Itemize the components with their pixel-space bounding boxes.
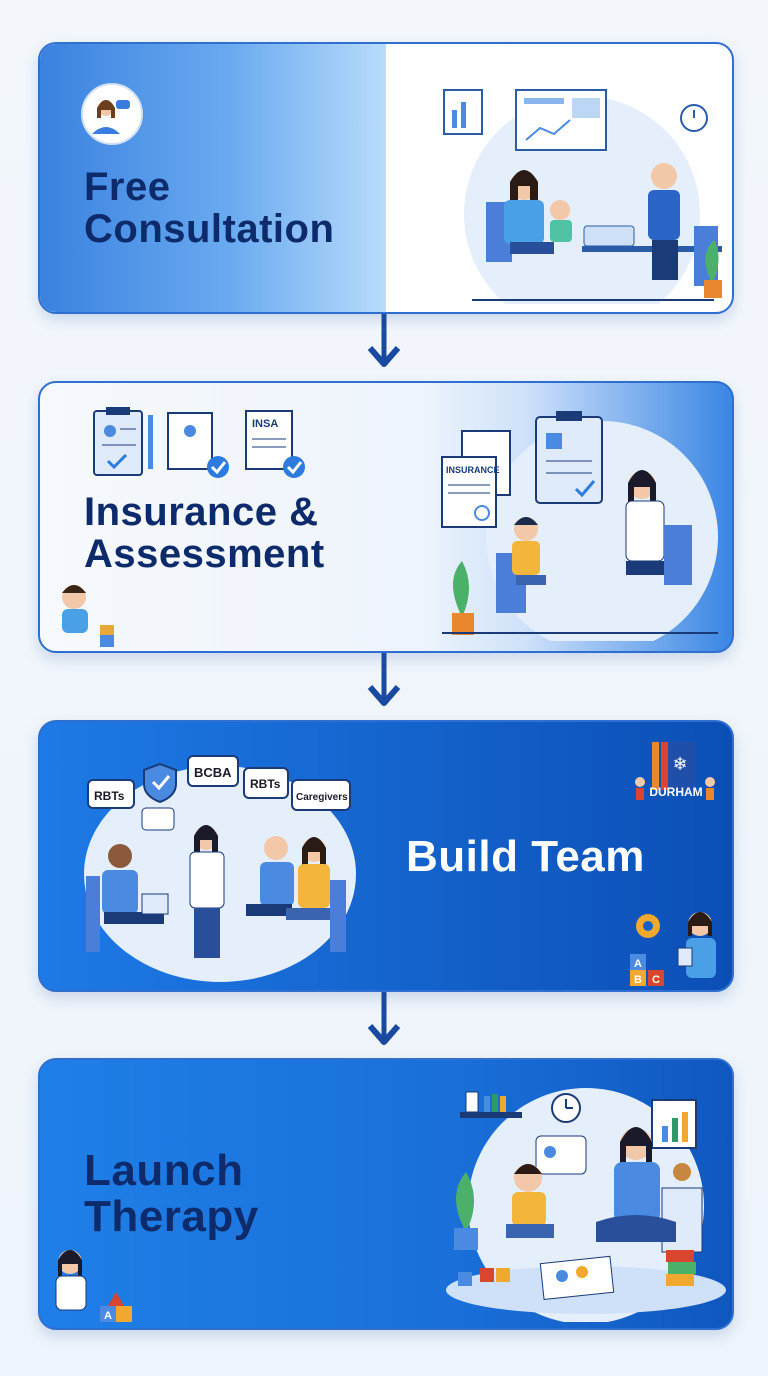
speech-bubble-rbts-right: RBTs [243, 767, 289, 799]
durham-badge: ❄ DURHAM [635, 742, 715, 800]
svg-text:INSURANCE: INSURANCE [446, 465, 500, 475]
child-waving-icon [62, 585, 114, 647]
insurance-document-icon: INSA [245, 410, 305, 478]
step-insurance-assessment: INSA Insurance & Assessment INSURANCE [38, 381, 734, 653]
step4-title-line2: Therapy [84, 1192, 259, 1242]
step-build-team: RBTs BCBA RBTs Caregivers [38, 720, 734, 992]
svg-text:A: A [104, 1310, 112, 1322]
gear-icon [636, 914, 660, 938]
svg-text:A: A [634, 958, 642, 970]
step3-title: Build Team [406, 832, 645, 881]
step2-title-line2: Assessment [84, 532, 325, 576]
document-check-icon [167, 412, 229, 478]
svg-text:BCBA: BCBA [194, 765, 232, 780]
consultant-avatar-icon [81, 83, 143, 145]
step-free-consultation: Free Consultation [38, 42, 734, 314]
step2-title-line1: Insurance & [84, 490, 319, 534]
arrow-down-icon [367, 992, 401, 1045]
kid-with-blocks-icon: A B C [630, 912, 716, 986]
step2-title: Insurance & Assessment [84, 491, 325, 575]
svg-text:RBTs: RBTs [250, 777, 281, 791]
child-playing-blocks-icon: A [55, 1250, 132, 1322]
arrow-down-icon [367, 314, 401, 367]
svg-text:RBTs: RBTs [94, 789, 125, 803]
step1-title: Free Consultation [84, 166, 334, 250]
svg-text:B: B [634, 974, 642, 986]
step1-title-line2: Consultation [84, 207, 335, 251]
svg-text:C: C [652, 974, 660, 986]
document-icons: INSA [93, 407, 305, 478]
svg-text:DURHAM: DURHAM [649, 785, 702, 799]
step1-title-line1: Free [84, 165, 171, 209]
assessment-illustration: INSURANCE [441, 411, 718, 641]
step-launch-therapy: Launch Therapy A [38, 1058, 734, 1330]
arrow-down-icon [367, 653, 401, 706]
therapy-illustration [446, 1088, 726, 1322]
shield-check-icon [143, 762, 177, 804]
speech-bubble-caregivers: Caregivers [291, 779, 351, 811]
svg-text:❄: ❄ [672, 754, 687, 775]
svg-text:INSA: INSA [252, 418, 278, 430]
svg-text:Caregivers: Caregivers [296, 792, 348, 803]
team-illustration: RBTs BCBA RBTs Caregivers [84, 755, 356, 982]
speech-bubble-rbts-left: RBTs [87, 779, 135, 809]
speech-bubble-bcba: BCBA [187, 755, 239, 787]
clipboard-icon [93, 407, 153, 476]
step4-title-line1: Launch [84, 1146, 244, 1195]
consultation-illustration [443, 89, 722, 304]
step4-title: Launch Therapy [84, 1146, 259, 1242]
